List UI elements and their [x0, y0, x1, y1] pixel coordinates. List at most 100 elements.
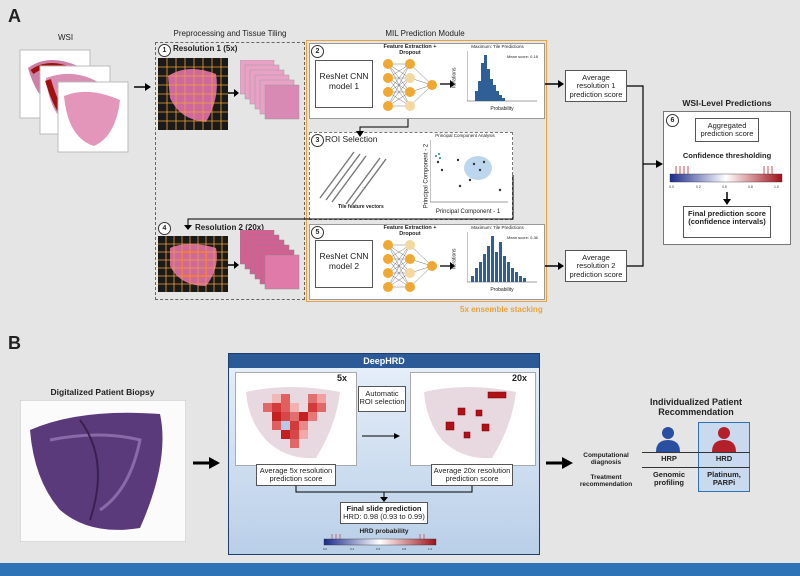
- final-slide-title: Final slide prediction: [346, 504, 422, 513]
- cnn-model-2-box: ResNet CNN model 2: [315, 240, 373, 288]
- biopsy-label: Digitalized Patient Biopsy: [50, 387, 155, 397]
- resolution-1-label: Resolution 1 (5x): [173, 44, 238, 53]
- confidence-label: Confidence thresholding: [682, 151, 772, 160]
- bottom-bar: [0, 563, 800, 576]
- avg-res1-box: Average resolution 1 prediction score: [565, 70, 627, 102]
- step-1-number: 1: [158, 44, 171, 57]
- step-6-number: 6: [666, 114, 679, 127]
- final-prediction-label: Final prediction score (confidence inter…: [688, 209, 766, 227]
- merge-arrows-b: [295, 486, 473, 502]
- tile-vectors-image: ...: [319, 151, 387, 206]
- feature-extraction-2-label: Feature Extraction + Dropout: [383, 225, 437, 238]
- arrow-icon: [440, 262, 455, 270]
- mil-title: MIL Prediction Module: [385, 29, 465, 38]
- mag-20x-label: 20x: [512, 373, 528, 383]
- tiled-tissue-5x-image: [158, 58, 228, 130]
- biopsy-image: [20, 400, 186, 542]
- heatmap-20x-image: [424, 387, 516, 459]
- ensemble-label: 5x ensemble stacking: [460, 305, 543, 314]
- step-3-number: 3: [311, 134, 324, 147]
- final-slide-value: HRD: 0.98 (0.93 to 0.99): [343, 512, 425, 522]
- svg-text:0.0: 0.0: [323, 547, 328, 551]
- user-hrp-icon: [656, 427, 680, 452]
- mag-5x-label: 5x: [337, 373, 348, 383]
- resolution-2-label: Resolution 2 (20x): [195, 223, 264, 232]
- svg-text:0.2: 0.2: [350, 547, 355, 551]
- wsi-label: WSI: [58, 33, 74, 42]
- hist2-xlabel: Probability: [490, 287, 514, 293]
- arrow-icon: [134, 83, 151, 91]
- heatmap-5x-image: [246, 387, 340, 459]
- avg-5x-box: Average 5x resolution prediction score: [256, 464, 336, 486]
- cnn-model-2-label: ResNet CNN model 2: [319, 251, 369, 271]
- arrow-icon: [545, 80, 564, 88]
- auto-roi-box: Automatic ROI selection: [358, 386, 406, 412]
- feature-extraction-1-label: Feature Extraction + Dropout: [383, 44, 437, 57]
- hist1-mean: Mean score: 0.18: [507, 54, 538, 59]
- arrow-icon: [193, 457, 220, 469]
- hrp-label: HRP: [661, 454, 677, 463]
- comp-diag-label: Computational diagnosis: [583, 452, 629, 467]
- hist2-ylabel: Iterations: [451, 248, 458, 270]
- svg-text:1.0: 1.0: [774, 185, 779, 189]
- cnn-model-1-box: ResNet CNN model 1: [315, 60, 373, 108]
- step-2-number: 2: [311, 45, 324, 58]
- step-5-number: 5: [311, 226, 324, 239]
- user-hrd-icon: [712, 427, 736, 452]
- aggregated-box: Aggregated prediction score: [695, 118, 759, 142]
- hist1-title: Maximum: Tile Predictions: [471, 44, 524, 49]
- hrd-label: HRD: [715, 454, 733, 463]
- aggregated-label: Aggregated prediction score: [700, 121, 754, 139]
- neural-network-2-icon: [383, 240, 437, 292]
- tiled-tissue-20x-image: [158, 236, 228, 292]
- tile-vectors-label: Tile feature vectors: [338, 204, 384, 210]
- arrow-icon: [440, 80, 455, 88]
- tile-stack-20x-image: [240, 230, 300, 290]
- neural-network-1-icon: [383, 59, 437, 111]
- hrd-prob-label: HRD probability: [359, 528, 409, 535]
- pca-xlabel: Principal Component - 1: [435, 209, 501, 215]
- svg-text:...: ...: [362, 184, 366, 190]
- avg-5x-label: Average 5x resolution prediction score: [259, 466, 333, 484]
- avg-res2-label: Average resolution 2 prediction score: [569, 253, 623, 279]
- tile-stack-5x-image: [240, 60, 300, 120]
- cnn-model-1-label: ResNet CNN model 1: [319, 71, 369, 91]
- pca-scatter: [430, 140, 508, 203]
- avg-res2-box: Average resolution 2 prediction score: [565, 250, 627, 282]
- wsi-level-title: WSI-Level Predictions: [682, 98, 772, 108]
- recommendation-table: HRP HRD Genomic profiling Platinum, PARP…: [642, 452, 750, 493]
- arrow-icon: [228, 89, 239, 97]
- wsi-slides-image: [19, 49, 129, 153]
- arrow-icon: [723, 192, 731, 205]
- hist1-ylabel: Iterations: [451, 67, 458, 89]
- svg-text:1.0: 1.0: [428, 547, 433, 551]
- svg-text:0.5: 0.5: [722, 185, 727, 189]
- hist1-bars: [467, 51, 537, 102]
- step-4-number: 4: [158, 222, 171, 235]
- merge-arrows: [627, 85, 663, 267]
- mil-orange-border: [306, 40, 547, 302]
- svg-text:0.0: 0.0: [669, 185, 674, 189]
- preprocessing-region: [155, 42, 305, 300]
- pca-plot: Principal Component Analysis Principal C…: [420, 133, 510, 218]
- final-slide-box: Final slide prediction HRD: 0.98 (0.93 t…: [340, 502, 428, 524]
- avg-20x-label: Average 20x resolution prediction score: [433, 466, 511, 484]
- table-divider: [642, 467, 750, 468]
- svg-text:0.2: 0.2: [696, 185, 701, 189]
- hist1-xlabel: Probability: [490, 106, 514, 112]
- treat-rec-label: Treatment recommendation: [579, 474, 633, 489]
- auto-roi-label: Automatic ROI selection: [359, 389, 405, 407]
- hist2-mean: Mean score: 0.36: [507, 235, 538, 240]
- arrow-icon: [545, 262, 564, 270]
- avg-20x-box: Average 20x resolution prediction score: [431, 464, 513, 486]
- avg-res1-label: Average resolution 1 prediction score: [569, 73, 623, 99]
- final-prediction-box: Final prediction score (confidence inter…: [683, 206, 771, 238]
- svg-text:0.5: 0.5: [376, 547, 381, 551]
- pca-title: Principal Component Analysis: [435, 133, 495, 138]
- deephrd-title: DeepHRD: [363, 356, 405, 366]
- connector-lines: [184, 119, 514, 230]
- preprocessing-title: Preprocessing and Tissue Tiling: [173, 29, 287, 38]
- histogram-1: Maximum: Tile Predictions Mean score: 0.…: [451, 44, 540, 117]
- hist2-bars: [467, 232, 537, 283]
